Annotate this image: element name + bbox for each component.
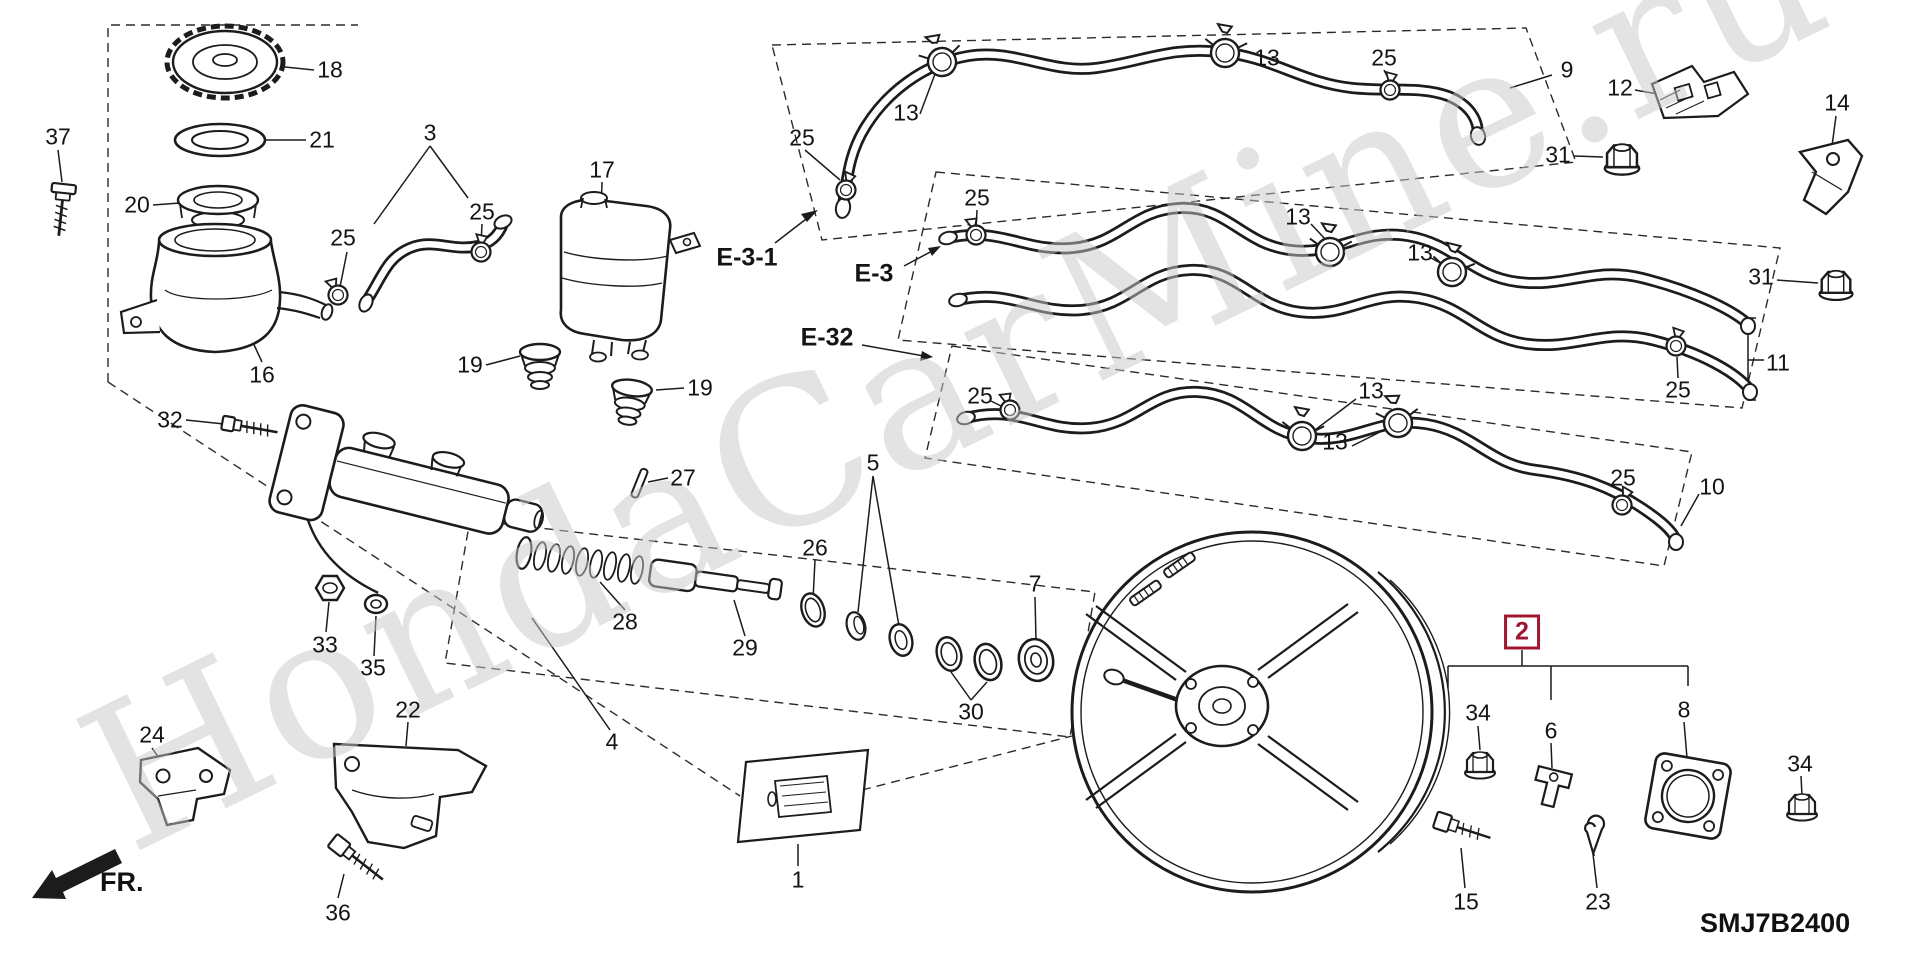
- callout-8-47[interactable]: 8: [1677, 696, 1691, 723]
- callout-25-29[interactable]: 25: [1371, 44, 1397, 71]
- callout-35-18[interactable]: 35: [360, 654, 386, 681]
- callout-24-22[interactable]: 24: [139, 721, 165, 748]
- brake-booster-drawing: [1070, 530, 1451, 894]
- callout-2-51[interactable]: 2: [1504, 614, 1540, 650]
- piston-kit-drawing: [515, 467, 1055, 685]
- bracket-12-drawing: [1650, 64, 1750, 120]
- hose-9-drawing: [832, 21, 1487, 219]
- callout-13-41[interactable]: 13: [1322, 428, 1348, 455]
- callout-13-26[interactable]: 13: [893, 99, 919, 126]
- callout-16-8[interactable]: 16: [249, 361, 275, 388]
- hose-11-drawing: [938, 201, 1758, 401]
- callout-19-10[interactable]: 19: [457, 351, 483, 378]
- callout-25-38[interactable]: 25: [964, 184, 990, 211]
- reservoir-cap-drawing: [164, 23, 286, 101]
- callout-37-0[interactable]: 37: [45, 123, 71, 150]
- callout-15-49[interactable]: 15: [1453, 888, 1479, 915]
- leader-lines: [57, 55, 1837, 899]
- callout-25-43[interactable]: 25: [1610, 464, 1636, 491]
- callout-25-42[interactable]: 25: [1665, 376, 1691, 403]
- callout-31-34[interactable]: 31: [1748, 263, 1774, 290]
- callout-33-17[interactable]: 33: [312, 631, 338, 658]
- bolt-36-drawing: [327, 833, 384, 881]
- callout-27-12[interactable]: 27: [670, 464, 696, 491]
- group-boxes: [107, 24, 1781, 797]
- callout-25-28[interactable]: 25: [789, 124, 815, 151]
- hose-10-drawing: [956, 385, 1684, 551]
- callout-1-25[interactable]: 1: [791, 866, 805, 893]
- cap-seal-drawing: [173, 122, 267, 158]
- bracket-24-drawing: [138, 746, 232, 827]
- callout-9-30[interactable]: 9: [1560, 56, 1574, 83]
- callout-7-21[interactable]: 7: [1028, 570, 1042, 597]
- callout-34-45[interactable]: 34: [1465, 699, 1491, 726]
- callout-14-33[interactable]: 14: [1824, 89, 1850, 116]
- hose-3-drawing: [358, 214, 513, 313]
- bracket-22-drawing: [332, 742, 488, 850]
- master-cylinder-drawing: [268, 404, 545, 594]
- callout-30-20[interactable]: 30: [958, 698, 984, 725]
- callout-28-15[interactable]: 28: [612, 608, 638, 635]
- callout-11-37[interactable]: 11: [1766, 349, 1790, 376]
- callout-13-27[interactable]: 13: [1254, 44, 1280, 71]
- callout-10-44[interactable]: 10: [1699, 473, 1725, 500]
- callout-31-32[interactable]: 31: [1545, 141, 1571, 168]
- callout-22-23[interactable]: 22: [395, 696, 421, 723]
- fr-arrow: FR.: [32, 849, 144, 899]
- kit-symbol-1: [736, 748, 870, 844]
- part-code: SMJ7B2400: [1700, 908, 1850, 938]
- callout-4-19[interactable]: 4: [605, 728, 619, 755]
- bracket-14-drawing: [1797, 138, 1864, 216]
- callout-13-36[interactable]: 13: [1407, 239, 1433, 266]
- bolt-32-drawing: [220, 414, 278, 437]
- reservoir-drawing: [119, 222, 352, 354]
- callout-3-4[interactable]: 3: [423, 119, 437, 146]
- nut-33-drawing: [314, 574, 346, 602]
- bolt-37-drawing: [50, 181, 78, 236]
- callout-e-3-53[interactable]: E-3: [854, 259, 894, 288]
- callout-5-14[interactable]: 5: [866, 449, 880, 476]
- ref-arrows: [774, 210, 941, 361]
- fr-label: FR.: [100, 867, 144, 897]
- callout-23-50[interactable]: 23: [1585, 888, 1611, 915]
- callout-17-7[interactable]: 17: [589, 156, 615, 183]
- callout-e-32-54[interactable]: E-32: [800, 323, 854, 352]
- callout-25-6[interactable]: 25: [469, 198, 495, 225]
- callout-6-46[interactable]: 6: [1544, 717, 1558, 744]
- callout-e-3-1-52[interactable]: E-3-1: [716, 243, 778, 272]
- callout-25-39[interactable]: 25: [967, 382, 993, 409]
- callout-29-16[interactable]: 29: [732, 634, 758, 661]
- callout-36-24[interactable]: 36: [325, 899, 351, 926]
- float-drawing: [176, 184, 260, 229]
- callout-19-11[interactable]: 19: [687, 374, 713, 401]
- callout-13-40[interactable]: 13: [1358, 377, 1384, 404]
- callout-20-3[interactable]: 20: [124, 191, 150, 218]
- callout-25-5[interactable]: 25: [330, 224, 356, 251]
- callout-13-35[interactable]: 13: [1285, 203, 1311, 230]
- callout-21-2[interactable]: 21: [309, 126, 335, 153]
- mount-parts-drawing: [1432, 750, 1819, 857]
- callout-18-1[interactable]: 18: [317, 56, 343, 83]
- tank-17-drawing: [559, 191, 702, 363]
- callout-32-9[interactable]: 32: [157, 406, 183, 433]
- callout-26-13[interactable]: 26: [802, 534, 828, 561]
- washer-35-drawing: [363, 593, 389, 615]
- callout-34-48[interactable]: 34: [1787, 750, 1813, 777]
- callout-12-31[interactable]: 12: [1607, 74, 1633, 101]
